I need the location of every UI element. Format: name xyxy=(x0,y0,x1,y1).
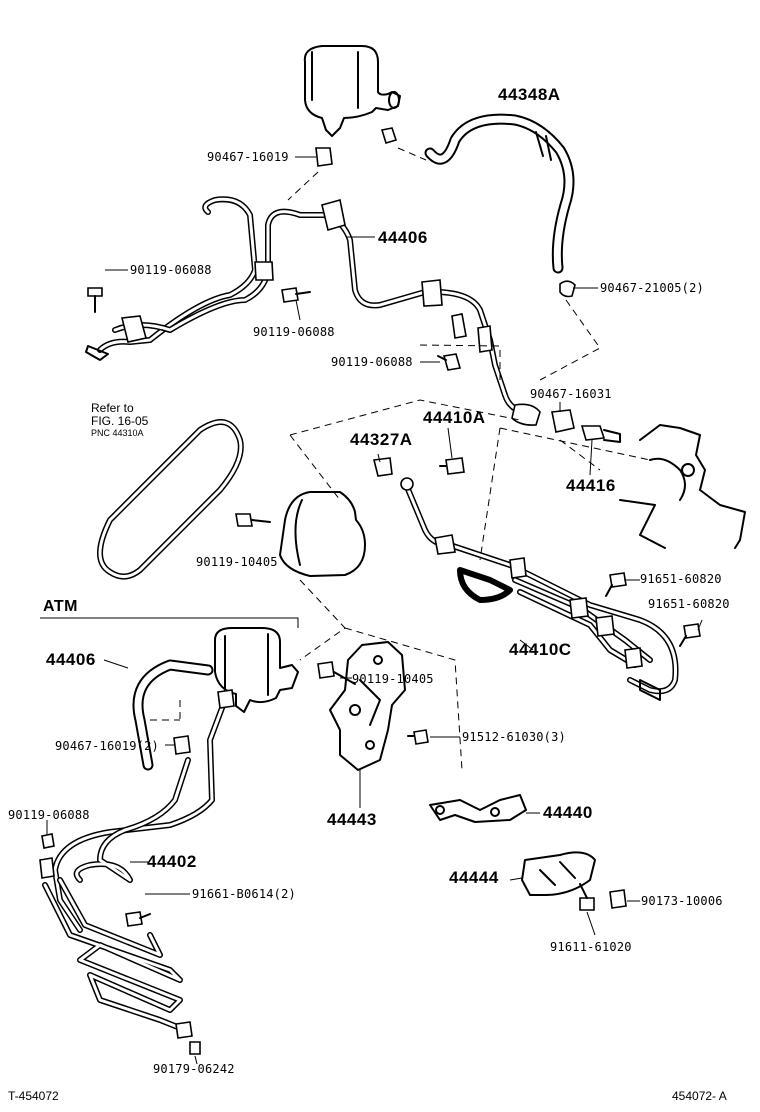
label-90467-16031: 90467-16031 xyxy=(530,387,612,401)
clip-91651-60820-b xyxy=(679,623,701,647)
cover-44444 xyxy=(521,851,596,896)
footer-right-code: 454072- A xyxy=(672,1089,727,1103)
refer-note: Refer to FIG. 16-05 PNC 44310A xyxy=(91,401,149,439)
label-44416: 44416 xyxy=(566,476,616,495)
clamp-90467-16031 xyxy=(551,409,575,433)
bolt-90119-06088-b xyxy=(281,287,311,303)
clamp-90467-16019-2 xyxy=(173,735,191,755)
label-44440: 44440 xyxy=(543,803,593,822)
bolt-44410A xyxy=(439,457,465,475)
clamp-small-top xyxy=(380,127,398,144)
clamp-90467-16019 xyxy=(315,147,333,167)
clip-90179-06242 xyxy=(189,1041,201,1055)
oil-cooler-tubes xyxy=(42,877,193,1039)
bolt-91512-61030 xyxy=(407,729,429,745)
label-90467-21005: 90467-21005(2) xyxy=(600,281,704,295)
label-44410C: 44410C xyxy=(509,640,572,659)
clamp-90467-21005 xyxy=(559,280,576,298)
bracket-44443 xyxy=(329,641,406,771)
nut-90173-10006 xyxy=(609,889,627,909)
label-44406-top: 44406 xyxy=(378,228,428,247)
label-91651-60820-a: 91651-60820 xyxy=(640,572,722,586)
label-90467-16019: 90467-16019 xyxy=(207,150,289,164)
label-91512-61030: 91512-61030(3) xyxy=(462,730,566,744)
label-44406-atm: 44406 xyxy=(46,650,96,669)
bolt-90119-06088-a xyxy=(87,287,103,313)
section-atm: ATM xyxy=(43,598,78,615)
bracket-44440 xyxy=(429,794,527,823)
pressure-tube-44410C xyxy=(400,477,679,701)
label-44444: 44444 xyxy=(449,868,499,887)
bolt-91611-61020 xyxy=(579,883,595,911)
pressure-tube-44406 xyxy=(85,196,541,426)
label-91651-60820-b: 91651-60820 xyxy=(648,597,730,611)
label-91611-61020: 91611-61020 xyxy=(550,940,632,954)
label-91661-B0614: 91661-B0614(2) xyxy=(192,887,296,901)
label-90119-06088-a: 90119-06088 xyxy=(130,263,212,277)
reservoir-tank-top xyxy=(303,45,401,137)
top-dashed-guides xyxy=(287,147,651,561)
bolt-90119-06088-d xyxy=(41,833,55,849)
leader-lines xyxy=(46,156,703,1065)
atm-section-line xyxy=(40,617,299,628)
tube-44402 xyxy=(39,689,235,933)
refer-note-line-3: PNC 44310A xyxy=(91,428,144,438)
lower-dashed-guides xyxy=(150,579,463,771)
bolt-90119-06088-c xyxy=(437,353,462,371)
bolt-90119-10405-b xyxy=(317,661,356,685)
return-hose-44348A xyxy=(424,113,575,274)
hose-44406-atm xyxy=(132,659,214,771)
label-90467-16019-2: 90467-16019(2) xyxy=(55,739,159,753)
clip-91651-60820-a xyxy=(605,572,627,597)
label-90173-10006: 90173-10006 xyxy=(641,894,723,908)
steering-gear-housing xyxy=(619,424,746,549)
footer-left-code: T-454072 xyxy=(8,1089,59,1103)
label-90119-06088-d: 90119-06088 xyxy=(8,808,90,822)
bolt-91661-B0614 xyxy=(125,911,151,927)
label-90119-06088-c: 90119-06088 xyxy=(331,355,413,369)
label-44348A: 44348A xyxy=(498,85,561,104)
label-44443: 44443 xyxy=(327,810,377,829)
label-90119-10405-a: 90119-10405 xyxy=(196,555,278,569)
vane-pump-44410A xyxy=(279,491,366,577)
label-90119-10405-b: 90119-10405 xyxy=(352,672,434,686)
label-90179-06242: 90179-06242 xyxy=(153,1062,235,1076)
label-90119-06088-b: 90119-06088 xyxy=(253,325,335,339)
drive-belt xyxy=(97,419,244,580)
refer-note-line-2: FIG. 16-05 xyxy=(91,414,149,428)
bracket-44327A xyxy=(373,457,393,477)
label-44410A: 44410A xyxy=(423,408,486,427)
refer-note-line-1: Refer to xyxy=(91,401,134,415)
label-44327A: 44327A xyxy=(350,430,413,449)
bolt-90119-10405-a xyxy=(235,513,271,527)
union-44416 xyxy=(580,425,621,443)
label-44402: 44402 xyxy=(147,852,197,871)
